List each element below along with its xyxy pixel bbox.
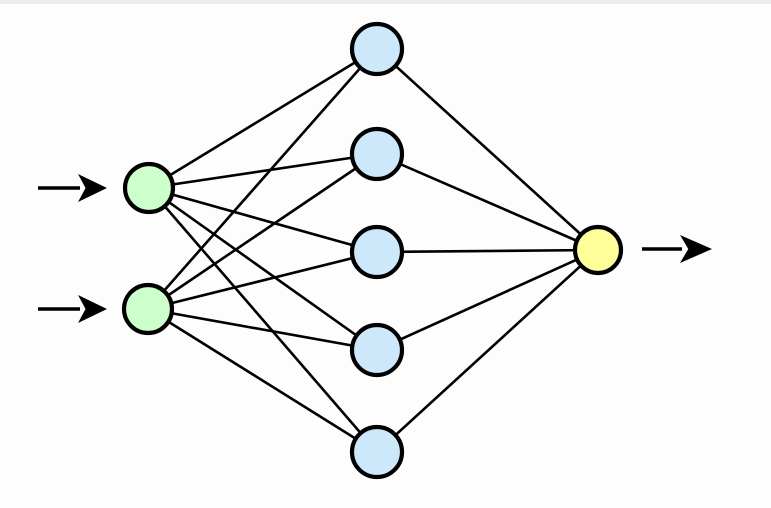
- node-input-1[interactable]: [122, 161, 176, 215]
- edge-i2-h4: [146, 307, 379, 352]
- edge-i2-h2: [146, 152, 379, 311]
- edge-h3-o1: [375, 248, 600, 254]
- node-output-1[interactable]: [572, 224, 624, 276]
- output-arrow: [642, 235, 712, 263]
- edges-group: [146, 47, 600, 454]
- edge-h2-o1: [375, 152, 600, 252]
- edge-i1-h2: [147, 152, 379, 190]
- edge-h4-o1: [375, 248, 600, 352]
- io-arrows-group: [38, 174, 712, 323]
- edge-h5-o1: [375, 248, 600, 454]
- node-input-2[interactable]: [121, 282, 175, 336]
- edge-h1-o1: [375, 47, 600, 252]
- edge-i2-h5: [146, 307, 379, 454]
- input-arrow-top: [38, 174, 107, 202]
- node-hidden-1[interactable]: [349, 21, 405, 77]
- node-hidden-4[interactable]: [349, 322, 405, 378]
- top-edge-strip: [0, 0, 771, 4]
- node-hidden-3[interactable]: [349, 224, 405, 280]
- edge-i1-h5: [147, 186, 379, 454]
- nodes-group: [121, 21, 624, 480]
- node-hidden-2[interactable]: [349, 126, 405, 182]
- edge-i2-h3: [146, 250, 379, 311]
- input-arrow-bottom-head: [78, 295, 107, 323]
- output-arrow-head: [680, 235, 712, 263]
- input-arrow-bottom: [38, 295, 107, 323]
- edge-i1-h3: [147, 186, 379, 254]
- edge-i1-h1: [147, 47, 379, 190]
- input-arrow-top-head: [78, 174, 107, 202]
- edge-i1-h4: [147, 186, 379, 352]
- node-hidden-5[interactable]: [349, 424, 405, 480]
- edge-i2-h1: [146, 47, 379, 311]
